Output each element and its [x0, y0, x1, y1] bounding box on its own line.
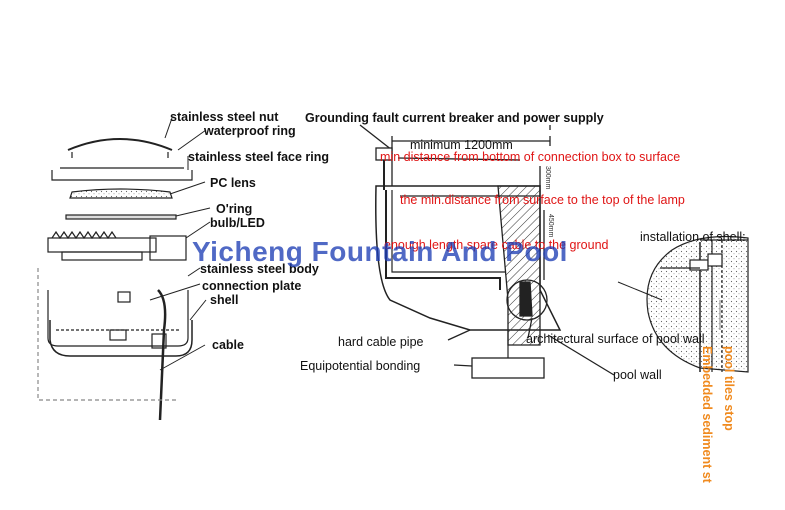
- exploded-lamp-drawing: [37, 138, 193, 421]
- label-cable: cable: [212, 338, 244, 352]
- label-waterproof-ring: waterproof ring: [204, 124, 296, 138]
- label-stainless-steel-nut: stainless steel nut: [170, 110, 279, 124]
- label-architectural-surface: architectural surface of pool wall: [526, 332, 705, 346]
- label-spare-cable: enough length spare cable to the ground: [384, 238, 609, 252]
- watermark-text: Yicheng Fountain And Pool: [192, 236, 568, 267]
- label-shell: shell: [210, 293, 239, 307]
- dim-300mm: 300mm: [544, 166, 551, 190]
- label-min-distance-box: min distance from bottom of connection b…: [380, 150, 681, 164]
- label-equipotential-bonding: Equipotential bonding: [300, 359, 421, 373]
- label-breaker-power-supply: Grounding fault current breaker and powe…: [305, 111, 604, 125]
- label-oring: O'ring: [216, 202, 253, 216]
- label-bulb-led: bulb/LED: [210, 216, 265, 230]
- shell-installation-detail: [646, 235, 749, 373]
- label-pc-lens: PC lens: [210, 176, 256, 190]
- label-hard-cable-pipe: hard cable pipe: [338, 335, 424, 349]
- dim-450mm: 450mm: [547, 214, 554, 238]
- label-min-distance-lamp: the min.distance from surface to the top…: [400, 193, 685, 207]
- pool-section-drawing: [359, 124, 615, 379]
- label-pool-tiles-stop: pool tiles stop: [722, 346, 736, 431]
- label-embedded-sediment: Embedded sediment st: [700, 346, 714, 483]
- detail-leader-line: [617, 281, 663, 301]
- label-stainless-steel-body: stainless steel body: [200, 262, 319, 276]
- label-pool-wall: pool wall: [613, 368, 662, 382]
- label-installation-of-shell: installation of shell:: [640, 230, 746, 244]
- label-connection-plate: connection plate: [202, 279, 302, 293]
- lamp-leader-lines: [149, 117, 211, 371]
- label-minimum-1200mm: minimum 1200mm: [410, 138, 513, 152]
- label-face-ring: stainless steel face ring: [188, 150, 330, 164]
